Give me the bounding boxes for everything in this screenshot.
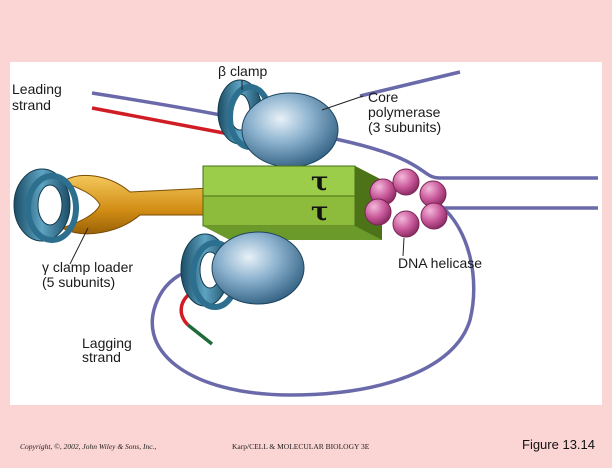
label-core-polymerase-3: (3 subunits) [368, 119, 441, 135]
clamp-loader-icon [60, 174, 216, 235]
label-leading-strand-1: Leading [12, 81, 62, 97]
label-clamp-loader-2: (5 subunits) [42, 274, 115, 290]
lower-core-polymerase-icon [211, 231, 305, 305]
footer-copyright: Copyright, ©, 2002, John Wiley & Sons, I… [20, 442, 157, 451]
diagram-labels: Leading strand β clamp Core polymerase (… [12, 63, 482, 365]
leader-core-polymerase [321, 95, 364, 111]
leader-lines [69, 80, 405, 265]
label-dna-helicase: DNA helicase [398, 255, 482, 271]
figure-number: Figure 13.14 [522, 437, 595, 452]
label-beta-clamp: β clamp [218, 63, 268, 79]
tau-label-bottom: τ [311, 197, 329, 227]
lagging-template-strand [150, 203, 476, 397]
label-lagging-strand-1: Lagging [82, 335, 132, 351]
leading-template-strand [91, 91, 598, 180]
tau-dimer-icon: τ τ [202, 165, 382, 240]
leader-clamp-loader [69, 227, 89, 265]
leader-helicase [402, 237, 405, 257]
lagging-primer-green [186, 323, 214, 346]
footer-book-title: Karp/CELL & MOLECULAR BIOLOGY 3E [232, 442, 370, 451]
gamma-side-clamp-icon [13, 168, 79, 243]
helicase-icon [364, 168, 448, 238]
label-core-polymerase-2: polymerase [368, 104, 441, 120]
parental-strand-upper [359, 70, 461, 98]
label-lagging-strand-2: strand [82, 349, 121, 365]
label-leading-strand-2: strand [12, 97, 51, 113]
tau-label-top: τ [311, 167, 329, 197]
leading-new-strand [91, 106, 246, 139]
core-polymerase-icon [241, 92, 339, 168]
label-clamp-loader-1: γ clamp loader [42, 259, 133, 275]
label-core-polymerase-1: Core [368, 89, 399, 105]
